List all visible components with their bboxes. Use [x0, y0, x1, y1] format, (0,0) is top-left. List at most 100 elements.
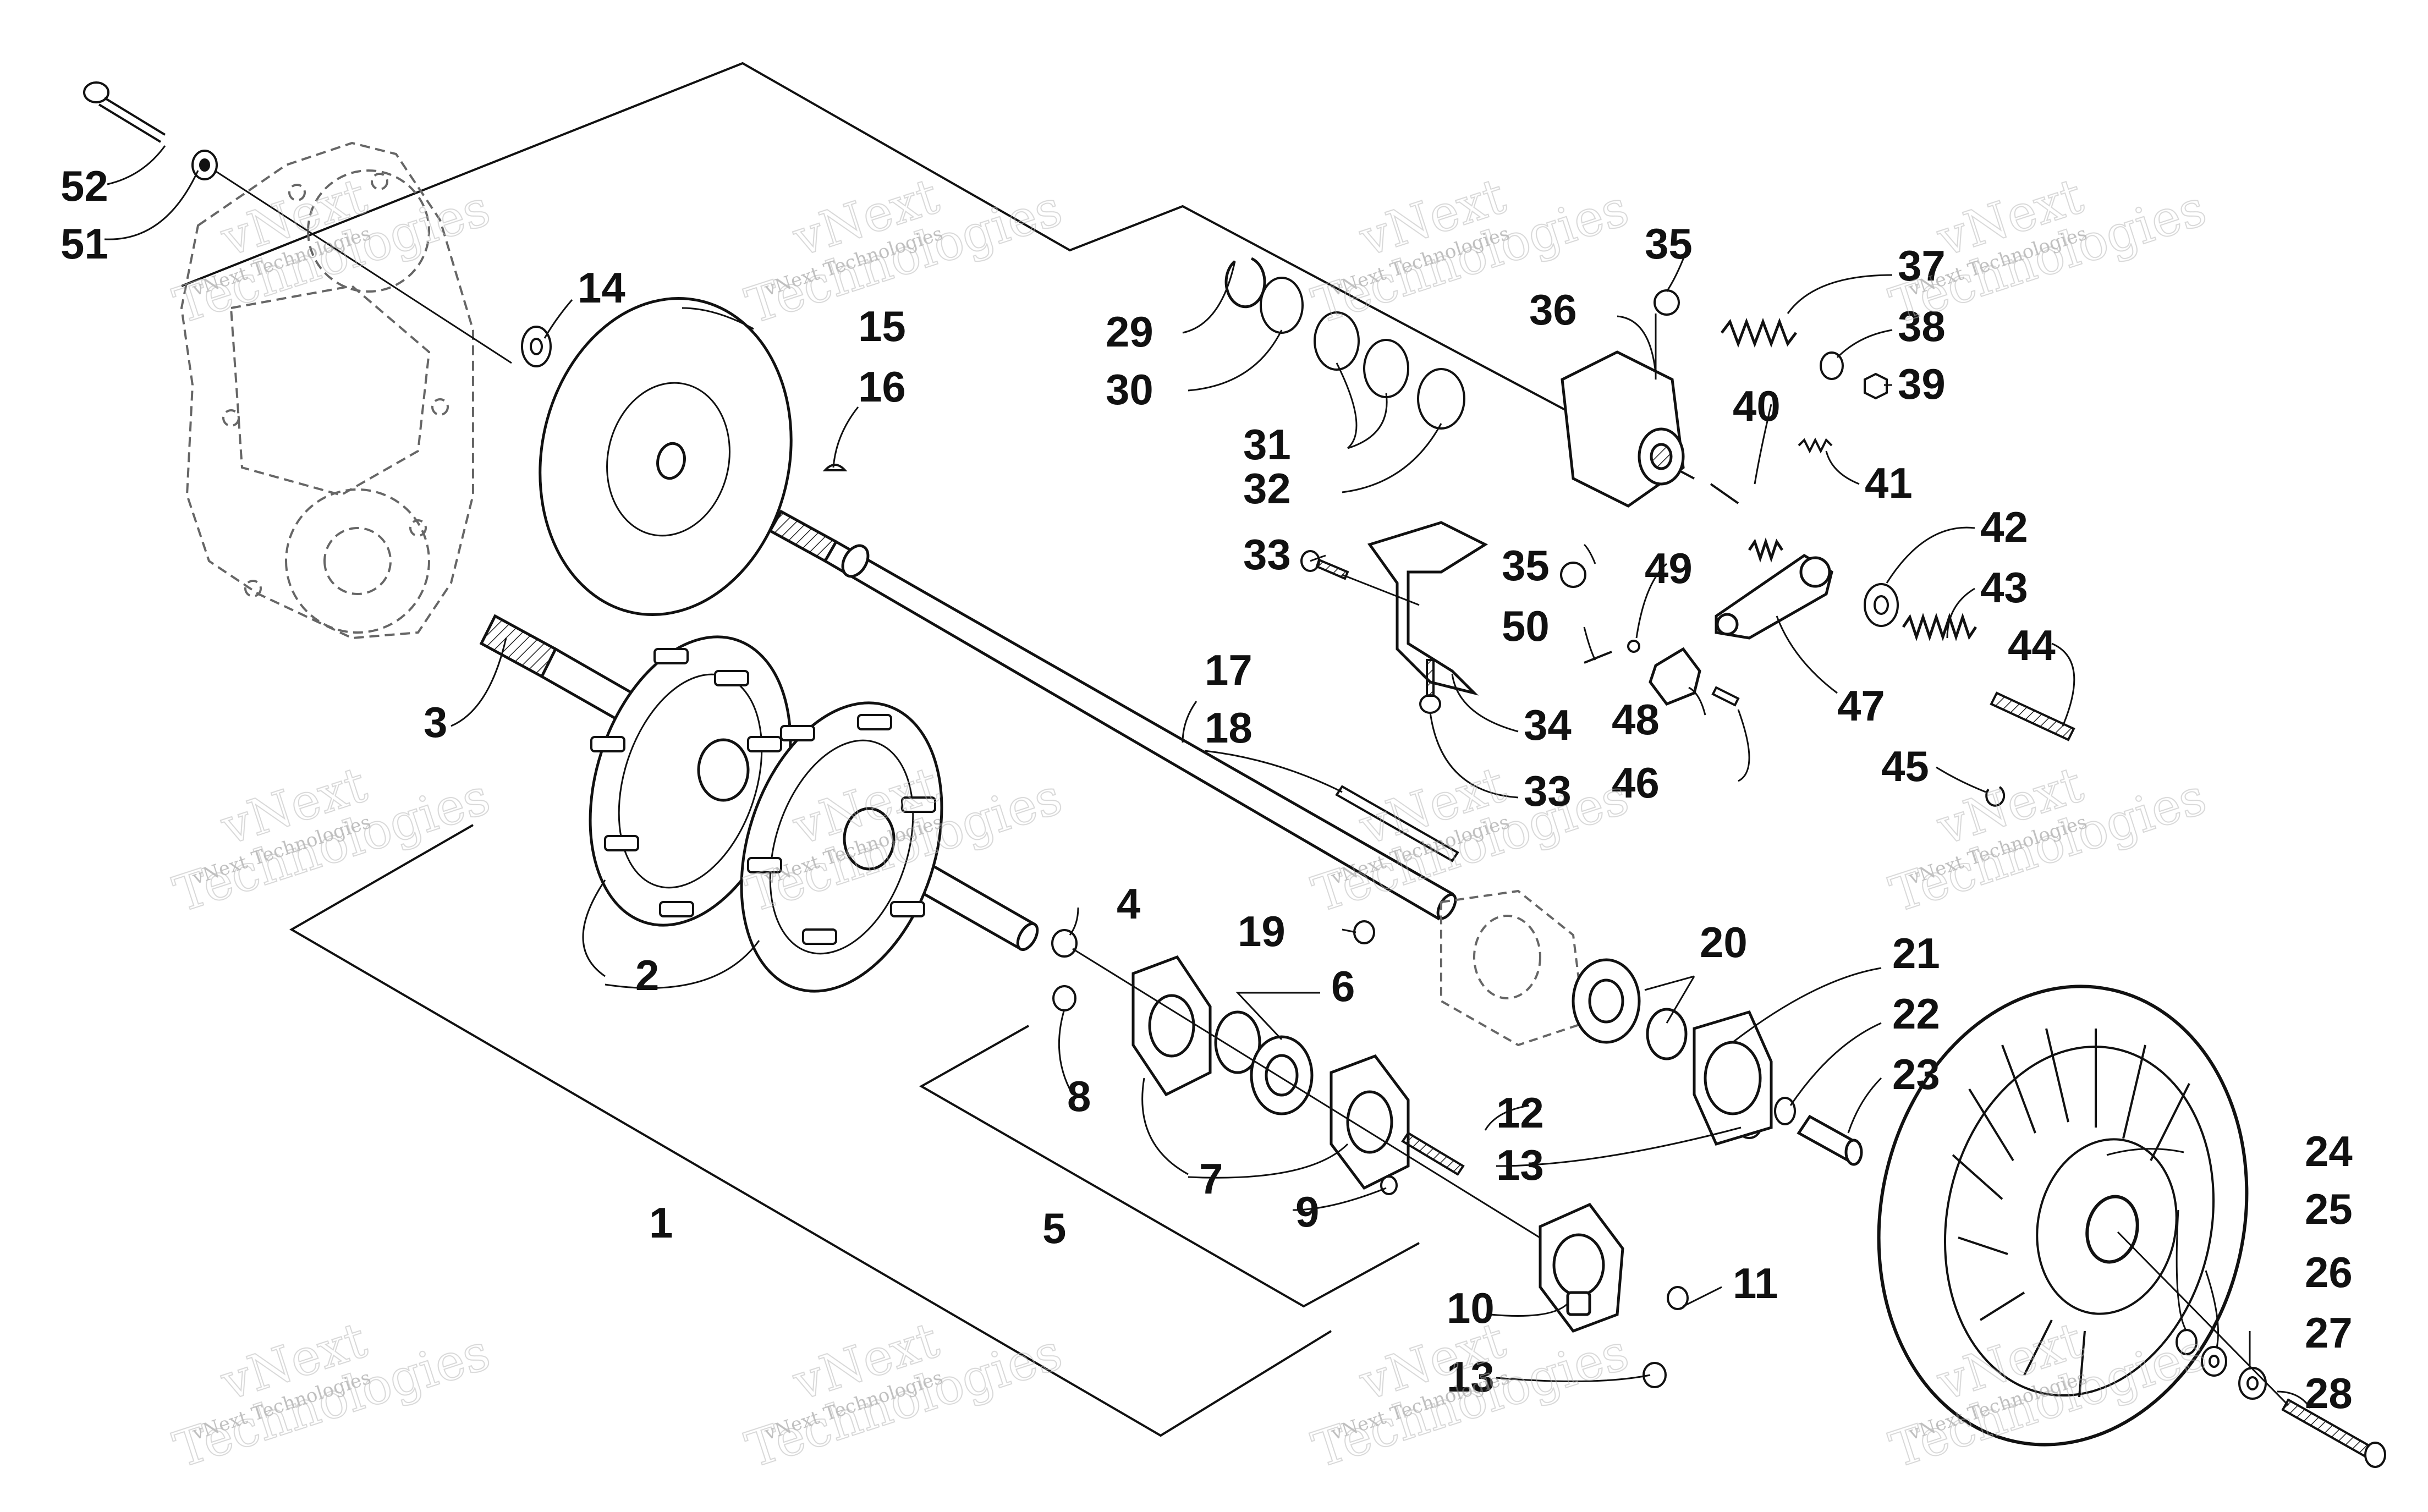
callout-21: 21	[1892, 929, 1940, 977]
part-7-flange-left	[1131, 955, 1212, 1097]
callout-48: 48	[1612, 695, 1660, 744]
callout-29: 29	[1106, 307, 1153, 356]
part-23-spacer	[1797, 1114, 1863, 1166]
callout-4: 4	[1117, 879, 1140, 928]
part-24-driven-clutch	[1877, 985, 2249, 1447]
clutch-fins	[1952, 1028, 2190, 1398]
callout-33-upper: 33	[1243, 530, 1291, 579]
assembly-axis-33	[1342, 574, 1420, 606]
callout-38: 38	[1898, 302, 1946, 350]
callout-24: 24	[2305, 1127, 2353, 1175]
part-18-key	[1335, 785, 1459, 862]
watermark-mid-left: vNext Technologies vNext Technologies	[167, 755, 497, 925]
watermark-bottom-left: vNext Technologies vNext Technologies	[167, 1311, 497, 1480]
part-19-bolt	[1353, 920, 1375, 944]
part-8-bolt	[1052, 985, 1076, 1011]
part-49-ball	[1627, 640, 1640, 653]
callout-50: 50	[1502, 602, 1550, 650]
part-35-ball-upper	[1654, 289, 1680, 316]
callout-43: 43	[1980, 563, 2028, 612]
part-20-bearing	[1572, 958, 1688, 1060]
callout-37: 37	[1898, 241, 1946, 290]
callout-49: 49	[1645, 544, 1693, 592]
callout-35-upper: 35	[1645, 219, 1693, 268]
watermark-mid-center: vNext Technologies vNext Technologies	[1305, 755, 1636, 925]
part-21-flange	[1693, 1010, 1773, 1146]
callout-9: 9	[1295, 1187, 1319, 1236]
part-2-sprocket-left	[589, 635, 792, 927]
callout-13-upper: 13	[1496, 1141, 1544, 1189]
part-51-washer	[191, 150, 218, 180]
bearing-housing-ghost	[1440, 889, 1586, 1047]
part-36-housing	[1561, 350, 1685, 508]
callout-18: 18	[1205, 703, 1253, 752]
part-15-brake-disc	[539, 297, 793, 616]
callout-7: 7	[1199, 1154, 1223, 1203]
assembly-axis-52	[214, 169, 512, 364]
part-32-thrust-washer	[1417, 368, 1465, 430]
callout-46: 46	[1612, 758, 1660, 807]
callout-13-lower: 13	[1447, 1352, 1495, 1401]
part-34-bracket	[1367, 521, 1488, 696]
part-39-nut	[1864, 372, 1888, 400]
part-44-pin	[1990, 691, 2075, 741]
part-29-snap-ring	[1224, 257, 1266, 309]
part-35-ball-lower	[1560, 562, 1586, 588]
part-7-flange-right	[1330, 1054, 1410, 1190]
gearcase-housing	[180, 141, 474, 640]
watermark-top-right: vNext Technologies vNext Technologies	[1883, 167, 2213, 336]
callout-27: 27	[2305, 1308, 2353, 1357]
part-22-washer	[1774, 1097, 1796, 1125]
callout-5: 5	[1042, 1204, 1066, 1252]
watermark-top-center: vNext Technologies vNext Technologies	[1305, 167, 1636, 336]
callout-6: 6	[1331, 962, 1355, 1010]
callout-44: 44	[2008, 621, 2056, 669]
part-52-bolt	[83, 81, 166, 143]
part-12-stud	[1401, 1131, 1465, 1176]
group-bracket-lower	[289, 824, 1332, 1437]
callout-47: 47	[1837, 681, 1885, 730]
group-bracket-bearing	[919, 1025, 1420, 1308]
part-4-bushing	[1051, 929, 1078, 958]
part-2-sprocket-right	[740, 701, 943, 993]
group-bracket-upper	[181, 62, 1695, 480]
callout-42: 42	[1980, 503, 2028, 551]
part-27-washer	[2238, 1367, 2267, 1400]
callout-8: 8	[1067, 1072, 1091, 1120]
callout-17: 17	[1205, 646, 1253, 694]
part-45-clip	[1985, 786, 2006, 807]
callout-30: 30	[1106, 365, 1153, 414]
callout-14: 14	[578, 263, 625, 312]
callout-16: 16	[858, 362, 906, 411]
part-30-shim	[1260, 277, 1304, 334]
callout-40: 40	[1733, 382, 1781, 430]
part-6-bearing	[1214, 1010, 1314, 1115]
part-28-bolt	[2281, 1398, 2386, 1468]
part-13-nut-lower	[1643, 1362, 1667, 1388]
callout-20: 20	[1700, 918, 1748, 966]
assembly-axis-lower	[1072, 948, 1585, 1266]
callout-19: 19	[1238, 907, 1286, 955]
callout-3: 3	[424, 698, 447, 746]
part-17-shaft	[768, 509, 1457, 921]
part-50-pin	[1584, 651, 1612, 664]
part-43-spring	[1902, 613, 1977, 641]
part-16-key	[822, 464, 848, 471]
part-26-washer	[2201, 1346, 2227, 1377]
part-46-screw	[1711, 686, 1740, 707]
part-11-fitting	[1667, 1286, 1689, 1310]
callout-31: 31	[1243, 420, 1291, 469]
part-14-washer	[521, 326, 552, 367]
callout-10: 10	[1447, 1284, 1495, 1332]
callout-2: 2	[635, 951, 659, 999]
callout-28: 28	[2305, 1369, 2353, 1417]
part-48-block	[1649, 647, 1701, 706]
part-42-collar	[1864, 583, 1899, 627]
part-40-pin	[1710, 483, 1739, 504]
callout-41: 41	[1865, 459, 1913, 507]
callout-34: 34	[1524, 701, 1572, 749]
part-38-washer	[1820, 351, 1844, 380]
callout-labels: 52 51 14 15 16 3 2 1 4 8 7 5 6 9 10 11 1…	[61, 162, 2353, 1417]
part-41-spring	[1798, 437, 1833, 454]
